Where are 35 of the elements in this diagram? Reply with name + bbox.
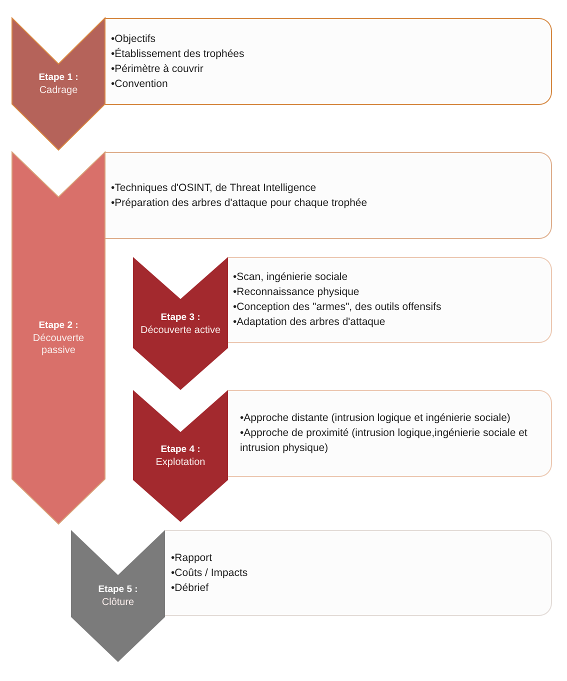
stage-number: Etape 2 :: [38, 319, 78, 333]
stage-title: Explotation: [156, 457, 206, 469]
bullet-item: •Techniques d'OSINT, de Threat Intelligence: [111, 180, 318, 196]
stage-title: Cadrage: [39, 85, 78, 97]
bullet-item: •Périmètre à couvrir: [111, 62, 204, 76]
stage-number: Etape 1 :: [38, 71, 78, 85]
bullet-item: •Conception des "armes", des outils offensifs: [233, 300, 442, 315]
stage-title: Découverte active: [140, 324, 221, 336]
bullet-item: •Coûts / Impacts: [171, 566, 248, 580]
bullet-item: •Approche de proximité (intrusion logique,ingénierie sociale et intrusion physique): [240, 426, 528, 456]
details-panel: [165, 530, 552, 616]
stage-block: [133, 257, 228, 390]
stage-block: [71, 530, 165, 662]
details-panel: [228, 390, 552, 477]
bullet-item: •Adaptation des arbres d'attaque: [233, 315, 386, 330]
stage-number: Etape 3 :: [160, 310, 200, 324]
bullet-item: •Objectifs: [111, 32, 157, 46]
bullet-item: •Reconnaissance physique: [233, 285, 360, 300]
bullet-item: •Débrief: [171, 580, 210, 596]
stage-title: Découverte passive: [32, 333, 86, 357]
bullet-item: •Scan, ingénierie sociale: [233, 270, 349, 285]
bullet-item: •Rapport: [171, 550, 214, 566]
stage-block: [12, 152, 105, 524]
stage-number: Etape 4 :: [160, 443, 200, 457]
details-panel: [105, 152, 552, 239]
bullet-item: •Préparation des arbres d'attaque pour chaque trophée: [111, 196, 368, 210]
details-panel: [228, 257, 552, 343]
bullet-item: •Approche distante (intrusion logique et ingénierie sociale): [240, 411, 512, 426]
bullet-item: •Convention: [111, 76, 169, 92]
details-panel: [105, 18, 552, 105]
stage-title: Clôture: [102, 597, 134, 609]
stage-block: [133, 390, 228, 522]
stage-number: Etape 5 :: [98, 583, 138, 597]
bullet-item: •Établissement des trophées: [111, 46, 244, 62]
stage-block: [12, 18, 105, 150]
